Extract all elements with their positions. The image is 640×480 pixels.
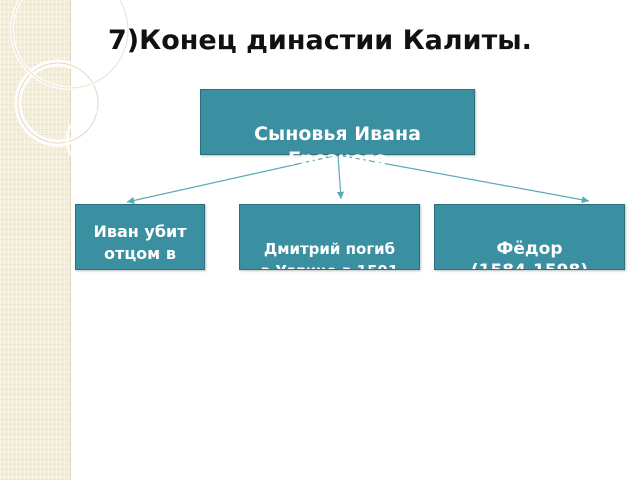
diagram-root-label: Сыновья Ивана Грозного [254,123,421,170]
side-decorative-band [0,0,71,480]
diagram-child-label-3: Фёдор (1584-1598) [471,239,588,269]
diagram-child-label-2: Дмитрий погиб в Угличе в 1591 [261,240,399,269]
diagram-child-box-2: Дмитрий погиб в Угличе в 1591 [239,204,420,270]
diagram-child-box-3: Фёдор (1584-1598) [434,204,625,270]
slide-title: 7)Конец династии Калиты. [108,25,532,56]
diagram-child-label-1: Иван убит отцом в 1581. [93,222,187,269]
diagram-child-box-1: Иван убит отцом в 1581. [75,204,205,270]
diagram-root-box: Сыновья Ивана Грозного [200,89,475,170]
